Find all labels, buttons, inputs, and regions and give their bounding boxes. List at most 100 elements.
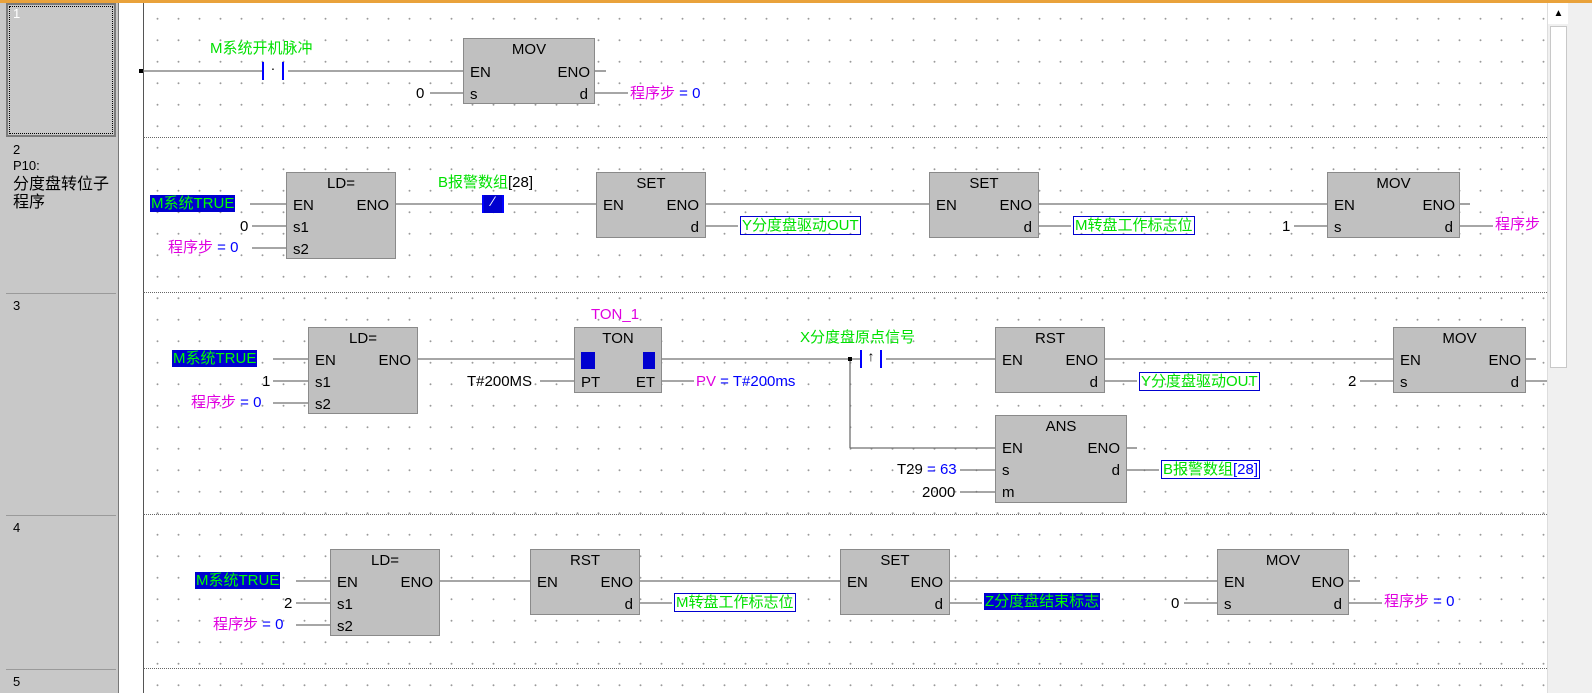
mov-block[interactable]: MOV EN ENO s d	[463, 38, 595, 104]
mov-source-value: 0	[416, 85, 425, 102]
pin-d: d	[1444, 219, 1453, 236]
mov-block[interactable]: MOV EN ENO s d	[1327, 172, 1460, 238]
pin-s2: s2	[315, 396, 331, 413]
mov-destination[interactable]: 程序步 = 0	[630, 85, 701, 102]
contact-label: B报警数组[28]	[438, 174, 534, 191]
pin-eno: ENO	[666, 197, 699, 214]
rising-edge-contact[interactable]: ↑	[860, 348, 882, 368]
mov-source-value: 0	[1171, 595, 1180, 612]
rung-separator	[143, 514, 1547, 515]
rung-header-1[interactable]: 1	[6, 3, 116, 137]
set-destination[interactable]: Z分度盘结束标志	[984, 593, 1101, 610]
pin-s: s	[1400, 374, 1408, 391]
pin-eno: ENO	[1087, 440, 1120, 457]
ld-equal-block[interactable]: LD= EN ENO s1 s2	[308, 327, 418, 414]
rung-number: 2	[13, 142, 21, 157]
set-block[interactable]: SET EN ENO d	[929, 172, 1039, 238]
pin-m: m	[1002, 484, 1015, 501]
pin-d: d	[579, 86, 588, 103]
rung-number: 4	[13, 520, 21, 535]
pin-en: EN	[337, 574, 358, 591]
block-title: MOV	[1265, 552, 1301, 569]
input-variable[interactable]: M系统TRUE	[150, 195, 236, 212]
contact-glyph: ·	[270, 60, 276, 76]
rst-destination[interactable]: Y分度盘驱动OUT	[1139, 372, 1260, 391]
mov-block[interactable]: MOV EN ENO s d	[1217, 549, 1349, 615]
ld-equal-block[interactable]: LD= EN ENO s1 s2	[286, 172, 396, 259]
input-variable[interactable]: M系统TRUE	[172, 350, 258, 367]
rung-header-column: 1 2 P10: 分度盘转位子程序 3 4 5	[0, 3, 118, 693]
rst-block[interactable]: RST EN ENO d	[995, 327, 1105, 393]
ld-s1-value: 2	[284, 595, 293, 612]
mov-source-value: 1	[1282, 218, 1291, 235]
mov-destination[interactable]: 程序步	[1495, 216, 1541, 233]
block-title: LD=	[349, 330, 377, 347]
timer-instance-name[interactable]: TON_1	[591, 306, 640, 323]
ans-destination[interactable]: B报警数组[28]	[1161, 460, 1261, 479]
ld-s2-value[interactable]: 程序步 = 0	[168, 239, 239, 256]
ton-timer-block[interactable]: TON IN Q PT ET	[574, 327, 662, 393]
rung-number: 3	[13, 298, 21, 313]
set-destination[interactable]: Y分度盘驱动OUT	[740, 216, 861, 235]
pin-en: EN	[293, 197, 314, 214]
set-block[interactable]: SET EN ENO d	[840, 549, 950, 615]
pin-en: EN	[847, 574, 868, 591]
ans-block[interactable]: ANS EN ENO s d m	[995, 415, 1127, 503]
rung-header-4[interactable]: 4	[6, 517, 116, 670]
pin-d: d	[624, 596, 633, 613]
ld-s2-value[interactable]: 程序步 = 0	[213, 616, 284, 633]
pin-eno: ENO	[1065, 352, 1098, 369]
pin-s2: s2	[293, 241, 309, 258]
ld-s2-value[interactable]: 程序步 = 0	[191, 394, 262, 411]
scrollbar-thumb[interactable]	[1550, 26, 1567, 368]
rst-block[interactable]: RST EN ENO d	[530, 549, 640, 615]
block-title: RST	[1035, 330, 1065, 347]
rung-header-3[interactable]: 3	[6, 295, 116, 516]
rung-separator	[143, 292, 1547, 293]
pin-en: EN	[470, 64, 491, 81]
rung-header-5[interactable]: 5	[6, 671, 116, 693]
pin-d: d	[1333, 596, 1342, 613]
rung-header-2[interactable]: 2 P10: 分度盘转位子程序	[6, 139, 116, 294]
rising-edge-contact[interactable]: ·	[262, 60, 284, 80]
pin-en: EN	[1224, 574, 1245, 591]
pin-d: d	[934, 596, 943, 613]
ans-source-value[interactable]: T29 = 63	[897, 461, 957, 478]
set-destination[interactable]: M转盘工作标志位	[1073, 216, 1195, 235]
pin-s: s	[1334, 219, 1342, 236]
scroll-up-icon[interactable]: ▲	[1548, 3, 1569, 24]
pin-en: EN	[315, 352, 336, 369]
block-title: ANS	[1045, 418, 1077, 435]
pin-d: d	[1510, 374, 1519, 391]
rung-label: P10:	[13, 158, 40, 173]
rung-number: 5	[13, 674, 21, 689]
block-title: MOV	[511, 41, 547, 58]
pin-eno: ENO	[378, 352, 411, 369]
pin-d: d	[690, 219, 699, 236]
vertical-scrollbar[interactable]: ▲	[1547, 3, 1569, 693]
negated-contact[interactable]: ⁄	[482, 193, 504, 213]
set-block[interactable]: SET EN ENO d	[596, 172, 706, 238]
ld-s1-value: 1	[262, 373, 271, 390]
ld-equal-block[interactable]: LD= EN ENO s1 s2	[330, 549, 440, 636]
pin-s: s	[470, 86, 478, 103]
pin-s1: s1	[293, 219, 309, 236]
ton-elapsed-value[interactable]: PV = T#200ms	[696, 373, 796, 390]
mov-destination[interactable]: 程序步 = 0	[1384, 593, 1455, 610]
block-title: LD=	[327, 175, 355, 192]
pin-eno: ENO	[1488, 352, 1521, 369]
pin-eno: ENO	[600, 574, 633, 591]
rst-destination[interactable]: M转盘工作标志位	[674, 593, 796, 612]
mov-source-value: 2	[1348, 373, 1357, 390]
mov-block[interactable]: MOV EN ENO s d	[1393, 327, 1526, 393]
block-title: MOV	[1442, 330, 1477, 347]
pin-eno: ENO	[400, 574, 433, 591]
block-title: SET	[969, 175, 999, 192]
pin-en: EN	[1334, 197, 1355, 214]
pin-en: EN	[603, 197, 624, 214]
left-power-rail-margin	[118, 3, 144, 693]
pin-eno: ENO	[910, 574, 943, 591]
input-variable[interactable]: M系统TRUE	[195, 572, 281, 589]
pin-en: EN	[537, 574, 558, 591]
